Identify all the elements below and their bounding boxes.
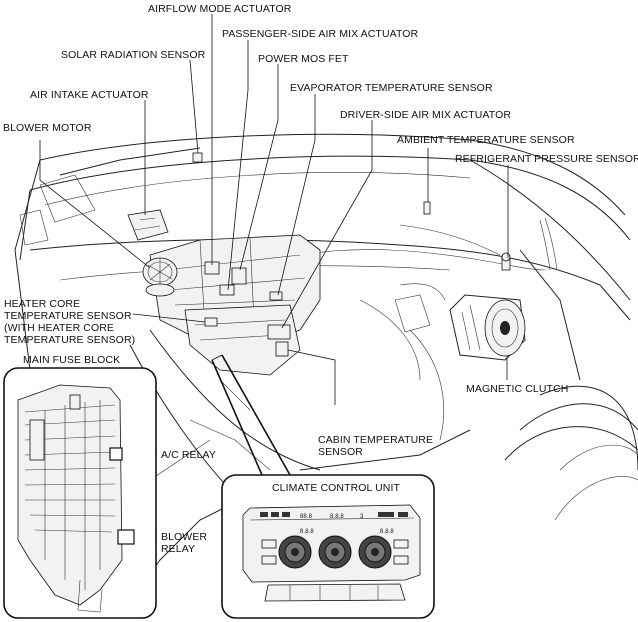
label-ambient-temperature-sensor: AMBIENT TEMPERATURE SENSOR xyxy=(397,134,575,146)
refrigerant-pressure-sensor-part xyxy=(501,252,511,271)
label-magnetic-clutch: MAGNETIC CLUTCH xyxy=(466,383,568,395)
evaporator-temperature-sensor-part xyxy=(269,291,283,301)
passenger-air-mix-actuator-part xyxy=(219,284,235,296)
temperature-knob-left xyxy=(278,535,312,569)
solar-radiation-sensor-part xyxy=(192,152,203,163)
label-airflow-mode-actuator: AIRFLOW MODE ACTUATOR xyxy=(148,3,292,15)
label-blower-relay-line2: RELAY xyxy=(161,543,195,555)
driver-air-mix-actuator-part xyxy=(267,324,291,340)
label-main-fuse-block: MAIN FUSE BLOCK xyxy=(23,354,120,366)
label-driver-air-mix-actuator: DRIVER-SIDE AIR MIX ACTUATOR xyxy=(340,109,511,121)
heater-core-temp-sensor-part xyxy=(204,317,218,327)
label-heater-core-line2: TEMPERATURE SENSOR xyxy=(4,310,132,322)
label-heater-core-line3: (WITH HEATER CORE xyxy=(4,322,114,334)
ac-relay-part xyxy=(109,447,123,461)
ambient-temperature-sensor-part xyxy=(423,201,431,215)
label-heater-core-line1: HEATER CORE xyxy=(4,298,80,310)
label-passenger-air-mix-actuator: PASSENGER-SIDE AIR MIX ACTUATOR xyxy=(222,28,419,40)
leader-lines xyxy=(39,14,509,537)
climate-panel-display: 88.8 8.8.8 3 8.8.8 8.8.8 xyxy=(260,512,408,535)
temperature-knob-right xyxy=(358,535,392,569)
display-left-readout: 88.8 xyxy=(300,514,313,520)
compressor-magnetic-clutch xyxy=(449,217,558,361)
label-ac-relay: A/C RELAY xyxy=(161,449,216,461)
blower-relay-part xyxy=(117,529,135,545)
display-mid-readout: 8.8.8 xyxy=(330,514,344,520)
cabin-temperature-sensor-part xyxy=(275,341,289,357)
climate-unit-pointer xyxy=(211,354,291,476)
label-heater-core-line4: TEMPERATURE SENSOR) xyxy=(4,334,135,346)
power-mos-fet-part xyxy=(231,267,247,285)
label-climate-control-unit: CLIMATE CONTROL UNIT xyxy=(272,482,400,494)
label-air-intake-actuator: AIR INTAKE ACTUATOR xyxy=(30,89,149,101)
climate-control-unit-inset: 88.8 8.8.8 3 8.8.8 8.8.8 xyxy=(221,474,435,619)
label-blower-motor: BLOWER MOTOR xyxy=(3,122,92,134)
fan-speed-knob xyxy=(318,535,352,569)
display-right-readout: 3 xyxy=(360,514,364,520)
vehicle-body-outline xyxy=(14,133,638,601)
label-cabin-temperature-line1: CABIN TEMPERATURE xyxy=(318,434,433,446)
label-solar-radiation-sensor: SOLAR RADIATION SENSOR xyxy=(61,49,206,61)
display-right-small: 8.8.8 xyxy=(380,529,394,535)
blower-motor-unit xyxy=(142,257,178,297)
label-evaporator-temperature-sensor: EVAPORATOR TEMPERATURE SENSOR xyxy=(290,82,493,94)
label-blower-relay-line1: BLOWER xyxy=(161,531,207,543)
label-power-mos-fet: POWER MOS FET xyxy=(258,53,349,65)
hvac-unit xyxy=(149,234,321,376)
main-fuse-block-inset xyxy=(3,367,157,619)
component-labels: AIRFLOW MODE ACTUATOR PASSENGER-SIDE AIR… xyxy=(3,3,638,555)
climate-button-row xyxy=(261,539,409,602)
label-cabin-temperature-line2: SENSOR xyxy=(318,446,363,458)
label-refrigerant-pressure-sensor: REFRIGERANT PRESSURE SENSOR xyxy=(455,153,638,165)
air-intake-actuator-part xyxy=(127,209,169,241)
display-left-small: 8.8.8 xyxy=(300,529,314,535)
